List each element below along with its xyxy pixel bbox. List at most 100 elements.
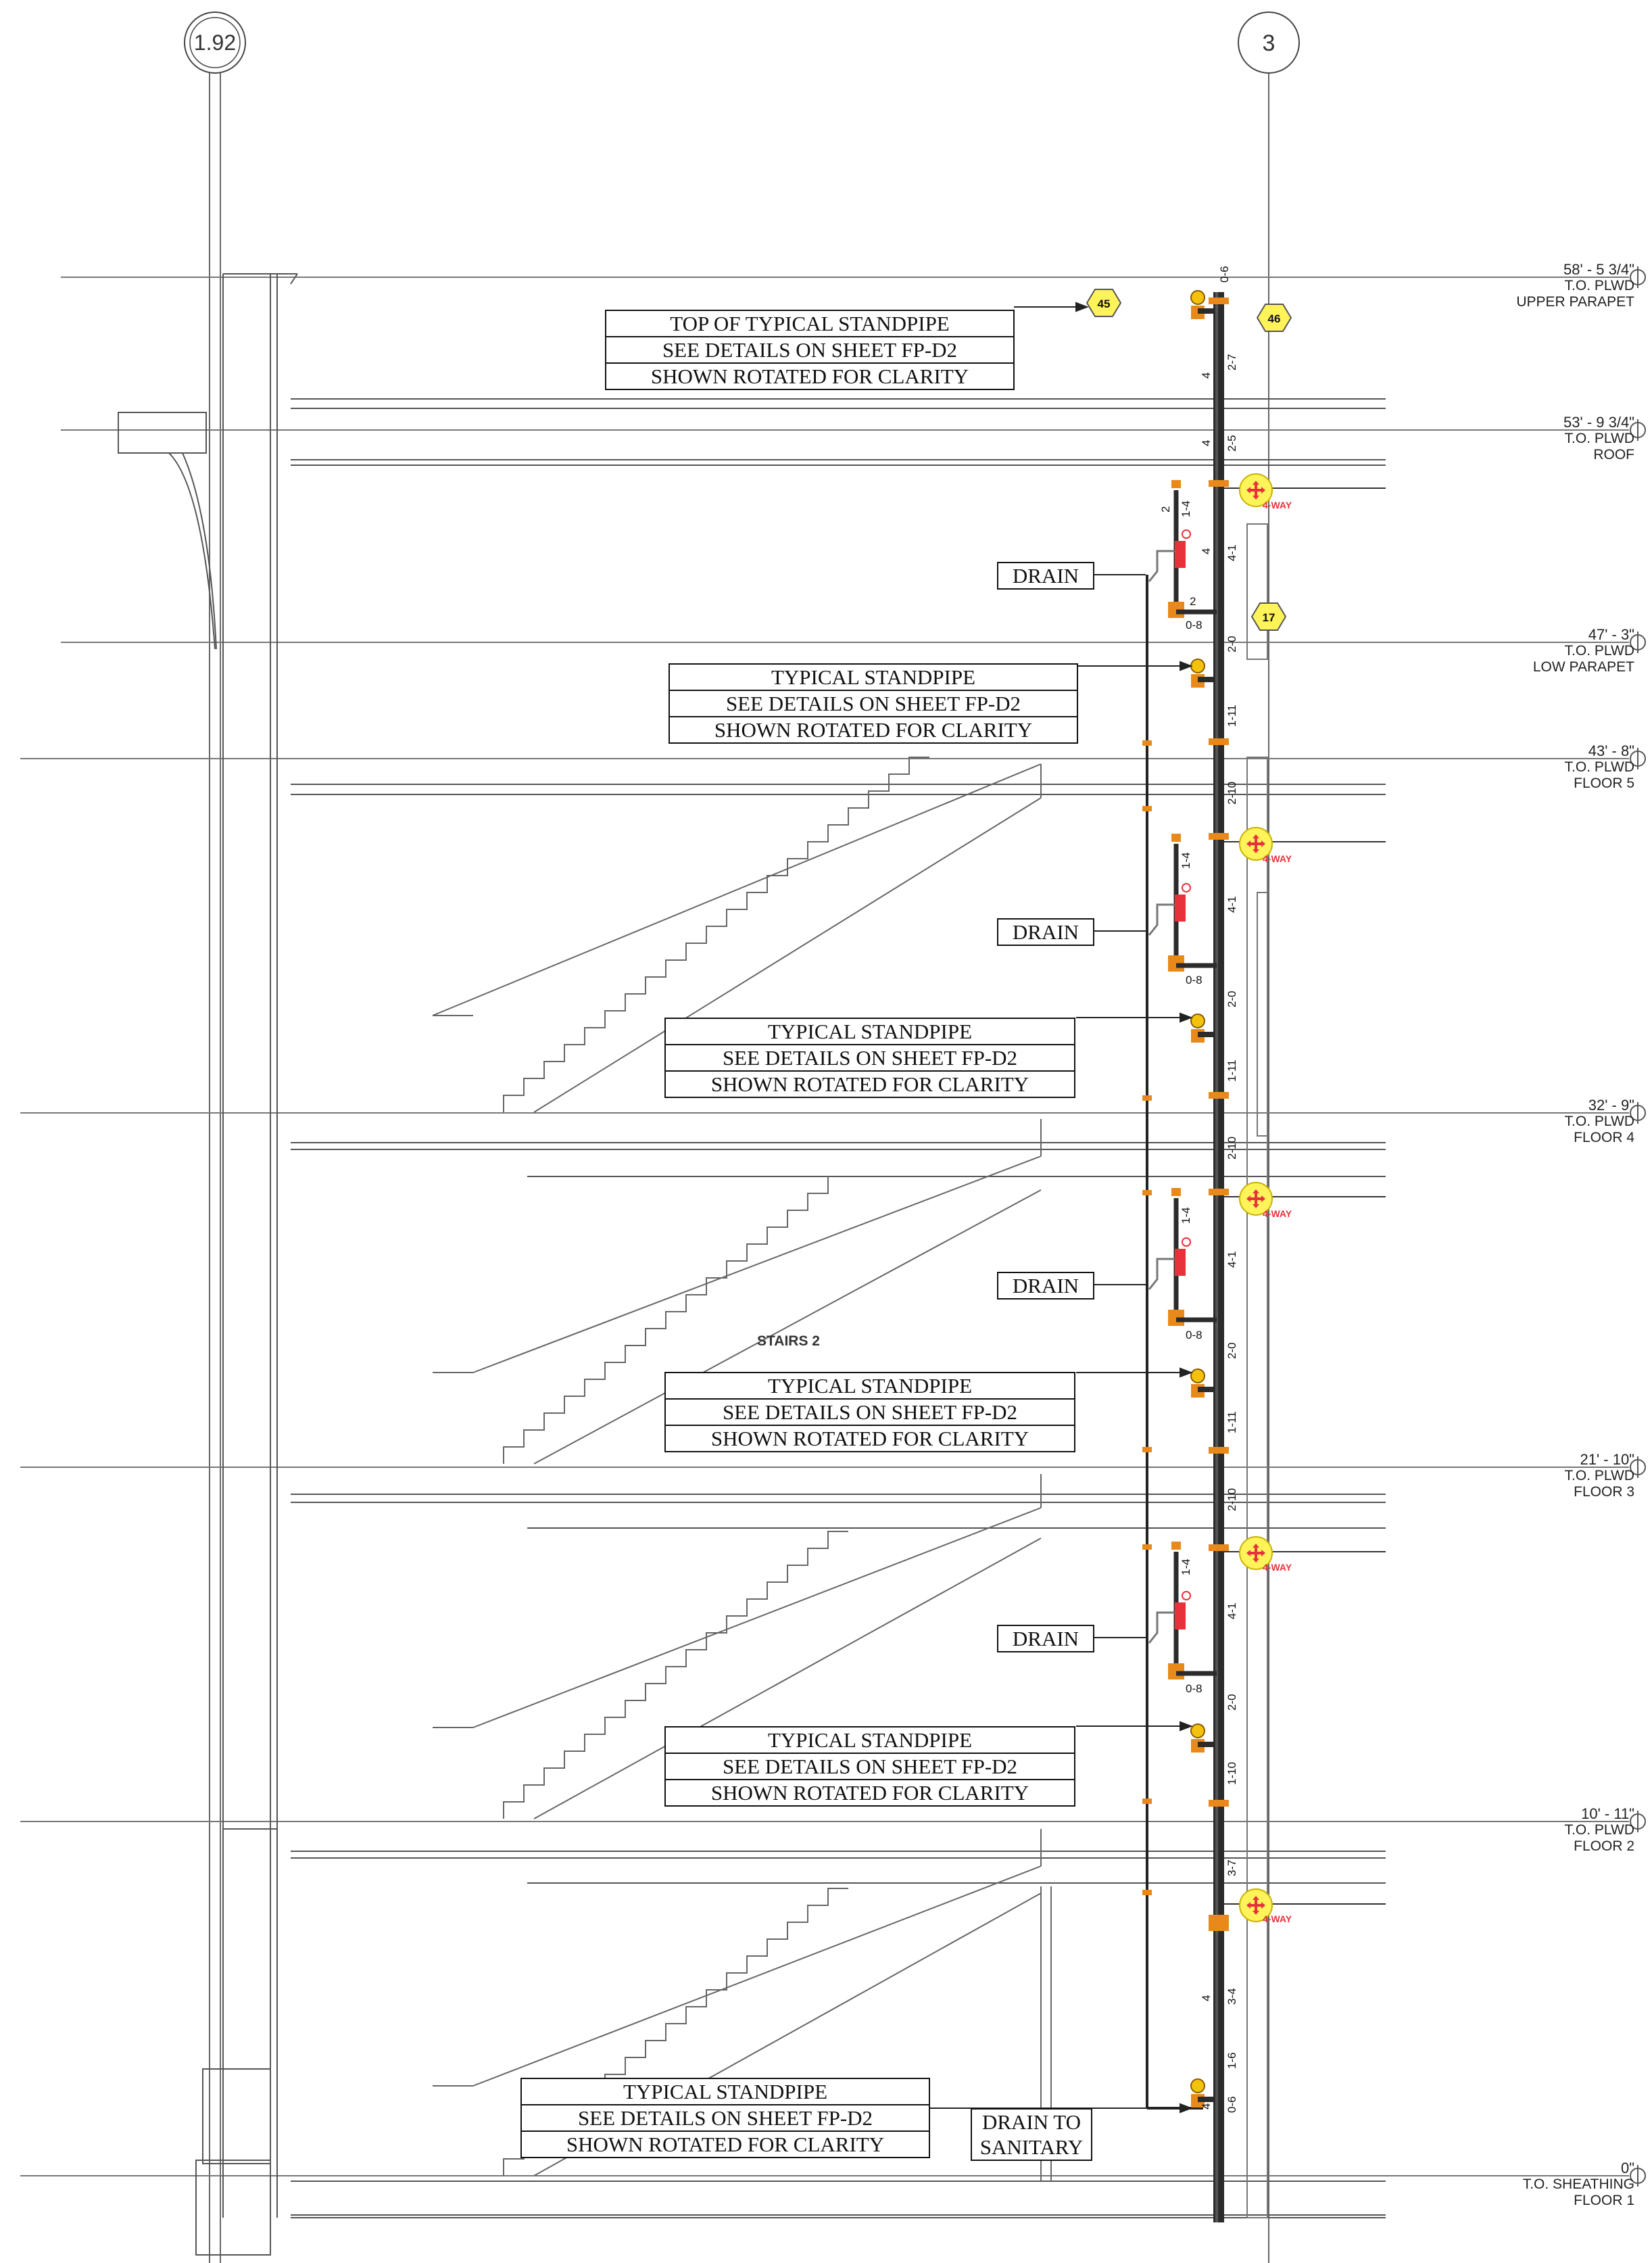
drain-pipe xyxy=(1146,575,1203,2110)
level-name: FLOOR 3 xyxy=(1574,1484,1634,1500)
level-elevation: 43' - 8" xyxy=(1588,742,1634,759)
svg-text:46: 46 xyxy=(1268,312,1281,325)
note-typical-standpipe: TYPICAL STANDPIPE SEE DETAILS ON SHEET F… xyxy=(664,1726,1075,1807)
note-line: SHOWN ROTATED FOR CLARITY xyxy=(710,1781,1029,1805)
svg-text:2-10: 2-10 xyxy=(1225,1488,1238,1511)
note-line: SEE DETAILS ON SHEET FP-D2 xyxy=(522,2105,929,2132)
svg-text:4-1: 4-1 xyxy=(1225,1251,1238,1268)
note-line: TYPICAL STANDPIPE xyxy=(666,1728,1074,1754)
level-floor-3: 21' - 10" T.O. PLWD FLOOR 3 xyxy=(1565,1452,1634,1500)
level-floor-1: 0" T.O. SHEATHING FLOOR 1 xyxy=(1523,2160,1634,2209)
svg-text:1-10: 1-10 xyxy=(1225,1762,1238,1785)
tag-45: 45 xyxy=(1086,289,1122,317)
level-elevation: 32' - 9" xyxy=(1588,1097,1634,1114)
level-elevation: 47' - 3" xyxy=(1588,626,1634,643)
svg-text:1-11: 1-11 xyxy=(1225,1411,1238,1433)
svg-text:45: 45 xyxy=(1098,297,1111,310)
svg-text:4-1: 4-1 xyxy=(1225,896,1238,913)
level-name: FLOOR 2 xyxy=(1574,1838,1634,1854)
level-name: T.O. PLWD xyxy=(1564,759,1634,775)
note-line: SHOWN ROTATED FOR CLARITY xyxy=(650,364,969,388)
svg-text:17: 17 xyxy=(1263,611,1276,624)
svg-text:1-4: 1-4 xyxy=(1180,500,1192,517)
svg-text:2-0: 2-0 xyxy=(1225,991,1238,1007)
drain-assemblies xyxy=(1148,480,1217,1680)
pipe-fittings xyxy=(1142,297,1229,1931)
svg-text:4: 4 xyxy=(1200,373,1213,379)
svg-text:4-WAY: 4-WAY xyxy=(1263,1913,1292,1924)
tag-46: 46 xyxy=(1256,304,1292,332)
level-name: T.O. PLWD xyxy=(1564,1822,1634,1838)
stair-flights xyxy=(432,757,1052,2181)
drain-to-sanitary-line: SANITARY xyxy=(979,2135,1084,2159)
tag-17: 17 xyxy=(1250,602,1287,631)
level-name: FLOOR 5 xyxy=(1574,776,1634,791)
svg-text:4-1: 4-1 xyxy=(1225,544,1238,561)
svg-text:2-0: 2-0 xyxy=(1225,1342,1238,1359)
note-line: SHOWN ROTATED FOR CLARITY xyxy=(714,718,1033,742)
svg-text:2-0: 2-0 xyxy=(1225,636,1238,652)
note-typical-standpipe: TYPICAL STANDPIPE SEE DETAILS ON SHEET F… xyxy=(664,1372,1075,1452)
svg-text:2-5: 2-5 xyxy=(1225,435,1238,452)
level-elevation: 10' - 11" xyxy=(1581,1805,1634,1822)
svg-text:2-7: 2-7 xyxy=(1225,354,1238,371)
grid-bubble-3-label: 3 xyxy=(1263,30,1276,56)
svg-text:0-6: 0-6 xyxy=(1225,2096,1238,2113)
exterior-wall xyxy=(118,273,298,2256)
level-elevation: 58' - 5 3/4" xyxy=(1563,261,1634,278)
svg-text:2-0: 2-0 xyxy=(1225,1694,1238,1711)
drain-label: DRAIN xyxy=(997,562,1094,590)
level-name: T.O. SHEATHING xyxy=(1522,2176,1634,2192)
level-name: ROOF xyxy=(1593,447,1634,462)
drain-to-sanitary-label: DRAIN TO SANITARY xyxy=(971,2108,1092,2161)
svg-text:0-8: 0-8 xyxy=(1186,1329,1202,1341)
svg-text:2: 2 xyxy=(1159,506,1172,513)
gridlines xyxy=(209,64,1269,2263)
level-name: T.O. PLWD xyxy=(1564,278,1634,293)
svg-text:4: 4 xyxy=(1200,2103,1213,2110)
svg-text:4: 4 xyxy=(1200,440,1213,446)
note-line: TOP OF TYPICAL STANDPIPE xyxy=(606,311,1013,337)
grid-bubble-1-92 xyxy=(184,11,246,74)
note-line: SHOWN ROTATED FOR CLARITY xyxy=(710,1427,1029,1450)
drain-label: DRAIN xyxy=(997,1272,1094,1300)
floor-slabs xyxy=(291,398,1386,2218)
drain-to-sanitary-line: DRAIN TO xyxy=(981,2110,1082,2134)
note-line: SEE DETAILS ON SHEET FP-D2 xyxy=(670,691,1077,717)
level-lines xyxy=(20,277,1629,2176)
level-elevation: 0" xyxy=(1620,2160,1634,2176)
level-name: T.O. PLWD xyxy=(1564,431,1634,446)
note-line: TYPICAL STANDPIPE xyxy=(522,2079,929,2105)
level-roof: 53' - 9 3/4" T.O. PLWD ROOF xyxy=(1563,414,1634,463)
level-name: T.O. PLWD xyxy=(1564,1114,1634,1129)
svg-text:0-8: 0-8 xyxy=(1186,974,1202,986)
note-line: SEE DETAILS ON SHEET FP-D2 xyxy=(666,1045,1074,1072)
svg-text:0-6: 0-6 xyxy=(1218,266,1231,283)
level-elevation: 21' - 10" xyxy=(1580,1451,1634,1468)
note-typical-standpipe: TYPICAL STANDPIPE SEE DETAILS ON SHEET F… xyxy=(664,1018,1075,1098)
note-line: SHOWN ROTATED FOR CLARITY xyxy=(710,1072,1029,1096)
svg-text:0-8: 0-8 xyxy=(1186,1682,1202,1695)
four-way-labels: 4-WAY 4-WAY 4-WAY 4-WAY 4-WAY xyxy=(1263,500,1292,1924)
level-floor-2: 10' - 11" T.O. PLWD FLOOR 2 xyxy=(1565,1806,1634,1855)
wall-rhs xyxy=(1246,523,1268,2218)
note-line: SEE DETAILS ON SHEET FP-D2 xyxy=(666,1400,1074,1426)
grid-bubble-1-92-label: 1.92 xyxy=(194,30,236,55)
note-typical-standpipe: TYPICAL STANDPIPE SEE DETAILS ON SHEET F… xyxy=(520,2078,930,2158)
svg-text:4-WAY: 4-WAY xyxy=(1263,500,1292,510)
svg-text:4-WAY: 4-WAY xyxy=(1263,1208,1292,1219)
note-top-standpipe: TOP OF TYPICAL STANDPIPE SEE DETAILS ON … xyxy=(605,310,1015,390)
svg-text:2-10: 2-10 xyxy=(1225,782,1238,805)
svg-text:1-11: 1-11 xyxy=(1225,705,1238,727)
svg-text:2: 2 xyxy=(1190,595,1196,608)
level-name: FLOOR 1 xyxy=(1574,2193,1634,2208)
svg-text:1-6: 1-6 xyxy=(1225,2052,1238,2069)
level-name: T.O. PLWD xyxy=(1564,1468,1634,1483)
level-name: UPPER PARAPET xyxy=(1516,294,1634,310)
svg-text:3-7: 3-7 xyxy=(1225,1859,1238,1876)
note-line: SEE DETAILS ON SHEET FP-D2 xyxy=(606,337,1013,364)
svg-text:4: 4 xyxy=(1200,548,1213,554)
svg-text:4-WAY: 4-WAY xyxy=(1263,853,1292,864)
svg-text:2-10: 2-10 xyxy=(1225,1137,1238,1160)
